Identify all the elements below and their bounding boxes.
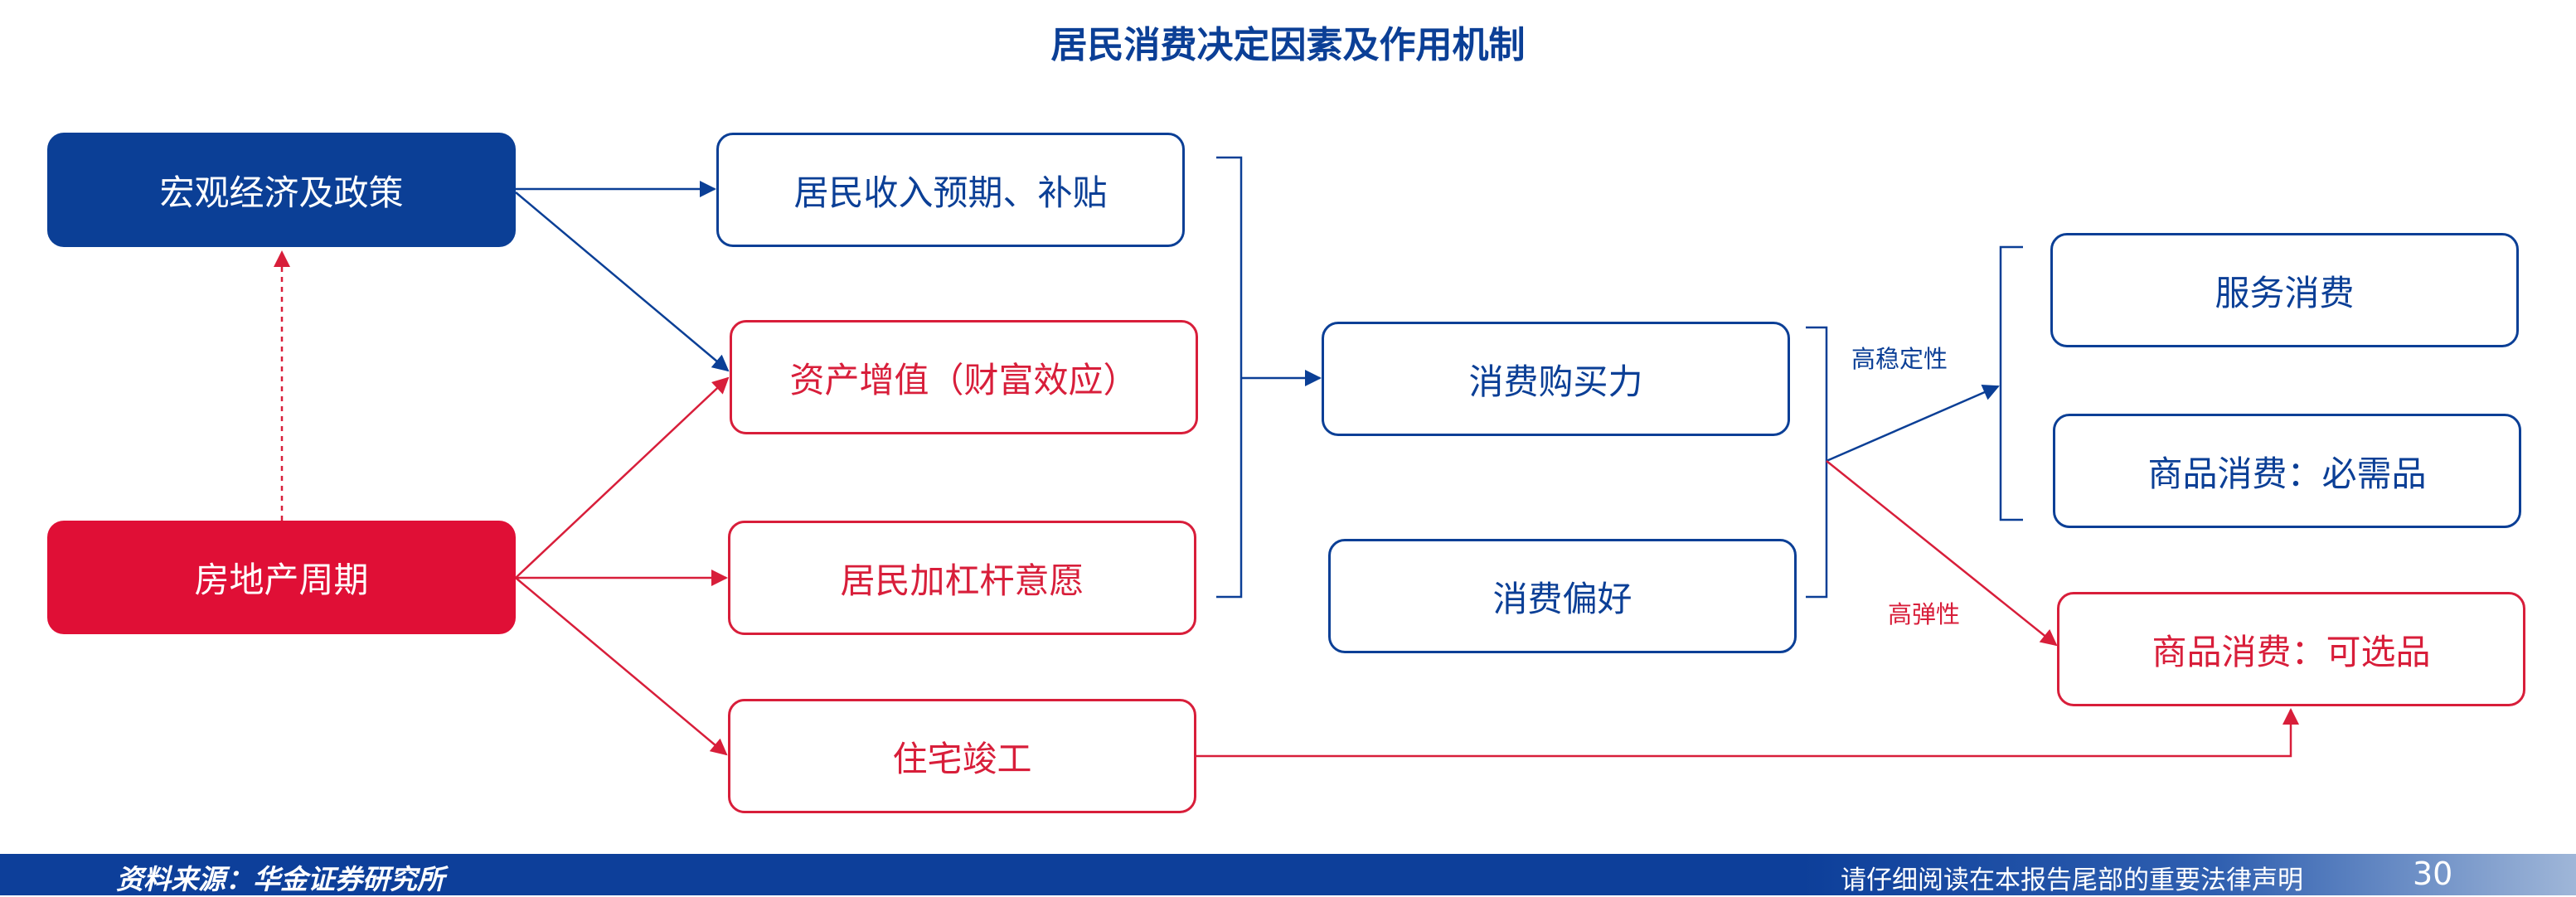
bracket-consumer bbox=[1806, 326, 1828, 599]
arrow-property-to-asset bbox=[515, 376, 730, 579]
node-discretionary-consumption: 商品消费：可选品 bbox=[2057, 592, 2525, 706]
node-income-expectation-label: 居民收入预期、补贴 bbox=[793, 172, 1108, 213]
page-number: 30 bbox=[2413, 856, 2453, 892]
node-purchasing-power-label: 消费购买力 bbox=[1468, 361, 1643, 402]
edge-label-high-stability: 高稳定性 bbox=[1851, 345, 1948, 373]
source-note: 资料来源：华金证券研究所 bbox=[116, 863, 444, 895]
node-service-consumption: 服务消费 bbox=[2050, 233, 2519, 347]
footer-bar: 资料来源：华金证券研究所 请仔细阅读在本报告尾部的重要法律声明 30 bbox=[0, 854, 2576, 895]
node-necessities-consumption: 商品消费：必需品 bbox=[2053, 414, 2521, 528]
node-property-cycle: 房地产周期 bbox=[47, 521, 516, 634]
connector-layer bbox=[274, 156, 2299, 758]
node-income-expectation: 居民收入预期、补贴 bbox=[716, 133, 1185, 247]
legal-disclaimer: 请仔细阅读在本报告尾部的重要法律声明 bbox=[1841, 865, 2303, 895]
node-service-consumption-label: 服务消费 bbox=[2215, 272, 2355, 313]
node-necessities-consumption-label: 商品消费：必需品 bbox=[2147, 453, 2427, 494]
node-housing-completion-label: 住宅竣工 bbox=[892, 738, 1032, 779]
edge-label-high-elasticity: 高弹性 bbox=[1888, 600, 1961, 628]
arrow-to-discretionary bbox=[1826, 460, 2058, 647]
arrow-housing-to-discretionary bbox=[1196, 708, 2299, 758]
node-discretionary-consumption-label: 商品消费：可选品 bbox=[2152, 631, 2431, 672]
arrow-macro-to-asset bbox=[515, 192, 730, 372]
arrow-to-stable-group bbox=[1826, 385, 2000, 463]
node-macro-economy: 宏观经济及政策 bbox=[47, 133, 516, 247]
node-consumption-preference: 消费偏好 bbox=[1328, 539, 1797, 653]
node-housing-completion: 住宅竣工 bbox=[728, 699, 1196, 813]
bracket-factors bbox=[1216, 156, 1243, 599]
arrow-property-to-housing bbox=[515, 577, 728, 756]
node-purchasing-power: 消费购买力 bbox=[1322, 322, 1790, 436]
diagram-title: 居民消费决定因素及作用机制 bbox=[1050, 24, 1526, 66]
node-macro-economy-label: 宏观经济及政策 bbox=[159, 172, 404, 213]
node-property-cycle-label: 房地产周期 bbox=[194, 560, 369, 600]
node-leverage-willingness: 居民加杠杆意愿 bbox=[728, 521, 1196, 635]
node-asset-appreciation-label: 资产增值（财富效应） bbox=[789, 359, 1138, 400]
node-consumption-preference-label: 消费偏好 bbox=[1492, 578, 1632, 619]
bracket-stable-group bbox=[1999, 245, 2023, 521]
node-asset-appreciation: 资产增值（财富效应） bbox=[730, 320, 1198, 434]
node-leverage-willingness-label: 居民加杠杆意愿 bbox=[840, 560, 1084, 601]
